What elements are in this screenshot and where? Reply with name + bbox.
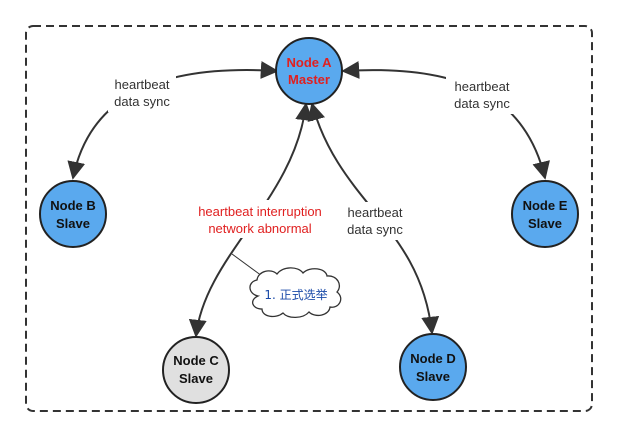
edge-a-c-label-line1: heartbeat interruption xyxy=(198,204,322,219)
node-a[interactable]: Node A Master xyxy=(275,37,343,105)
node-e-role: Slave xyxy=(528,216,562,231)
node-e-name: Node E xyxy=(523,198,568,213)
edge-a-b-label-line1: heartbeat xyxy=(115,77,170,92)
edge-a-e-label-line1: heartbeat xyxy=(455,79,510,94)
node-c[interactable]: Node C Slave xyxy=(162,336,230,404)
node-e[interactable]: Node E Slave xyxy=(511,180,579,248)
node-d-name: Node D xyxy=(410,351,456,366)
edge-a-d-label-line1: heartbeat xyxy=(348,205,403,220)
cluster-boundary xyxy=(25,25,593,412)
edge-a-d-label-line2: data sync xyxy=(347,222,403,237)
edge-a-c-label-line2: network abnormal xyxy=(208,221,311,236)
callout-text: 1. 正式选举 xyxy=(264,288,327,302)
node-d-role: Slave xyxy=(416,369,450,384)
node-b-name: Node B xyxy=(50,198,96,213)
node-a-role: Master xyxy=(288,72,330,87)
node-a-name: Node A xyxy=(286,55,332,70)
edge-a-e-label-line2: data sync xyxy=(454,96,510,111)
node-c-role: Slave xyxy=(179,371,213,386)
node-d[interactable]: Node D Slave xyxy=(399,333,467,401)
election-callout-cloud: 1. 正式选举 xyxy=(249,267,342,319)
edge-a-b-label-line2: data sync xyxy=(114,94,170,109)
node-c-name: Node C xyxy=(173,353,219,368)
node-b-role: Slave xyxy=(56,216,90,231)
callout-connector xyxy=(231,253,263,277)
node-b[interactable]: Node B Slave xyxy=(39,180,107,248)
